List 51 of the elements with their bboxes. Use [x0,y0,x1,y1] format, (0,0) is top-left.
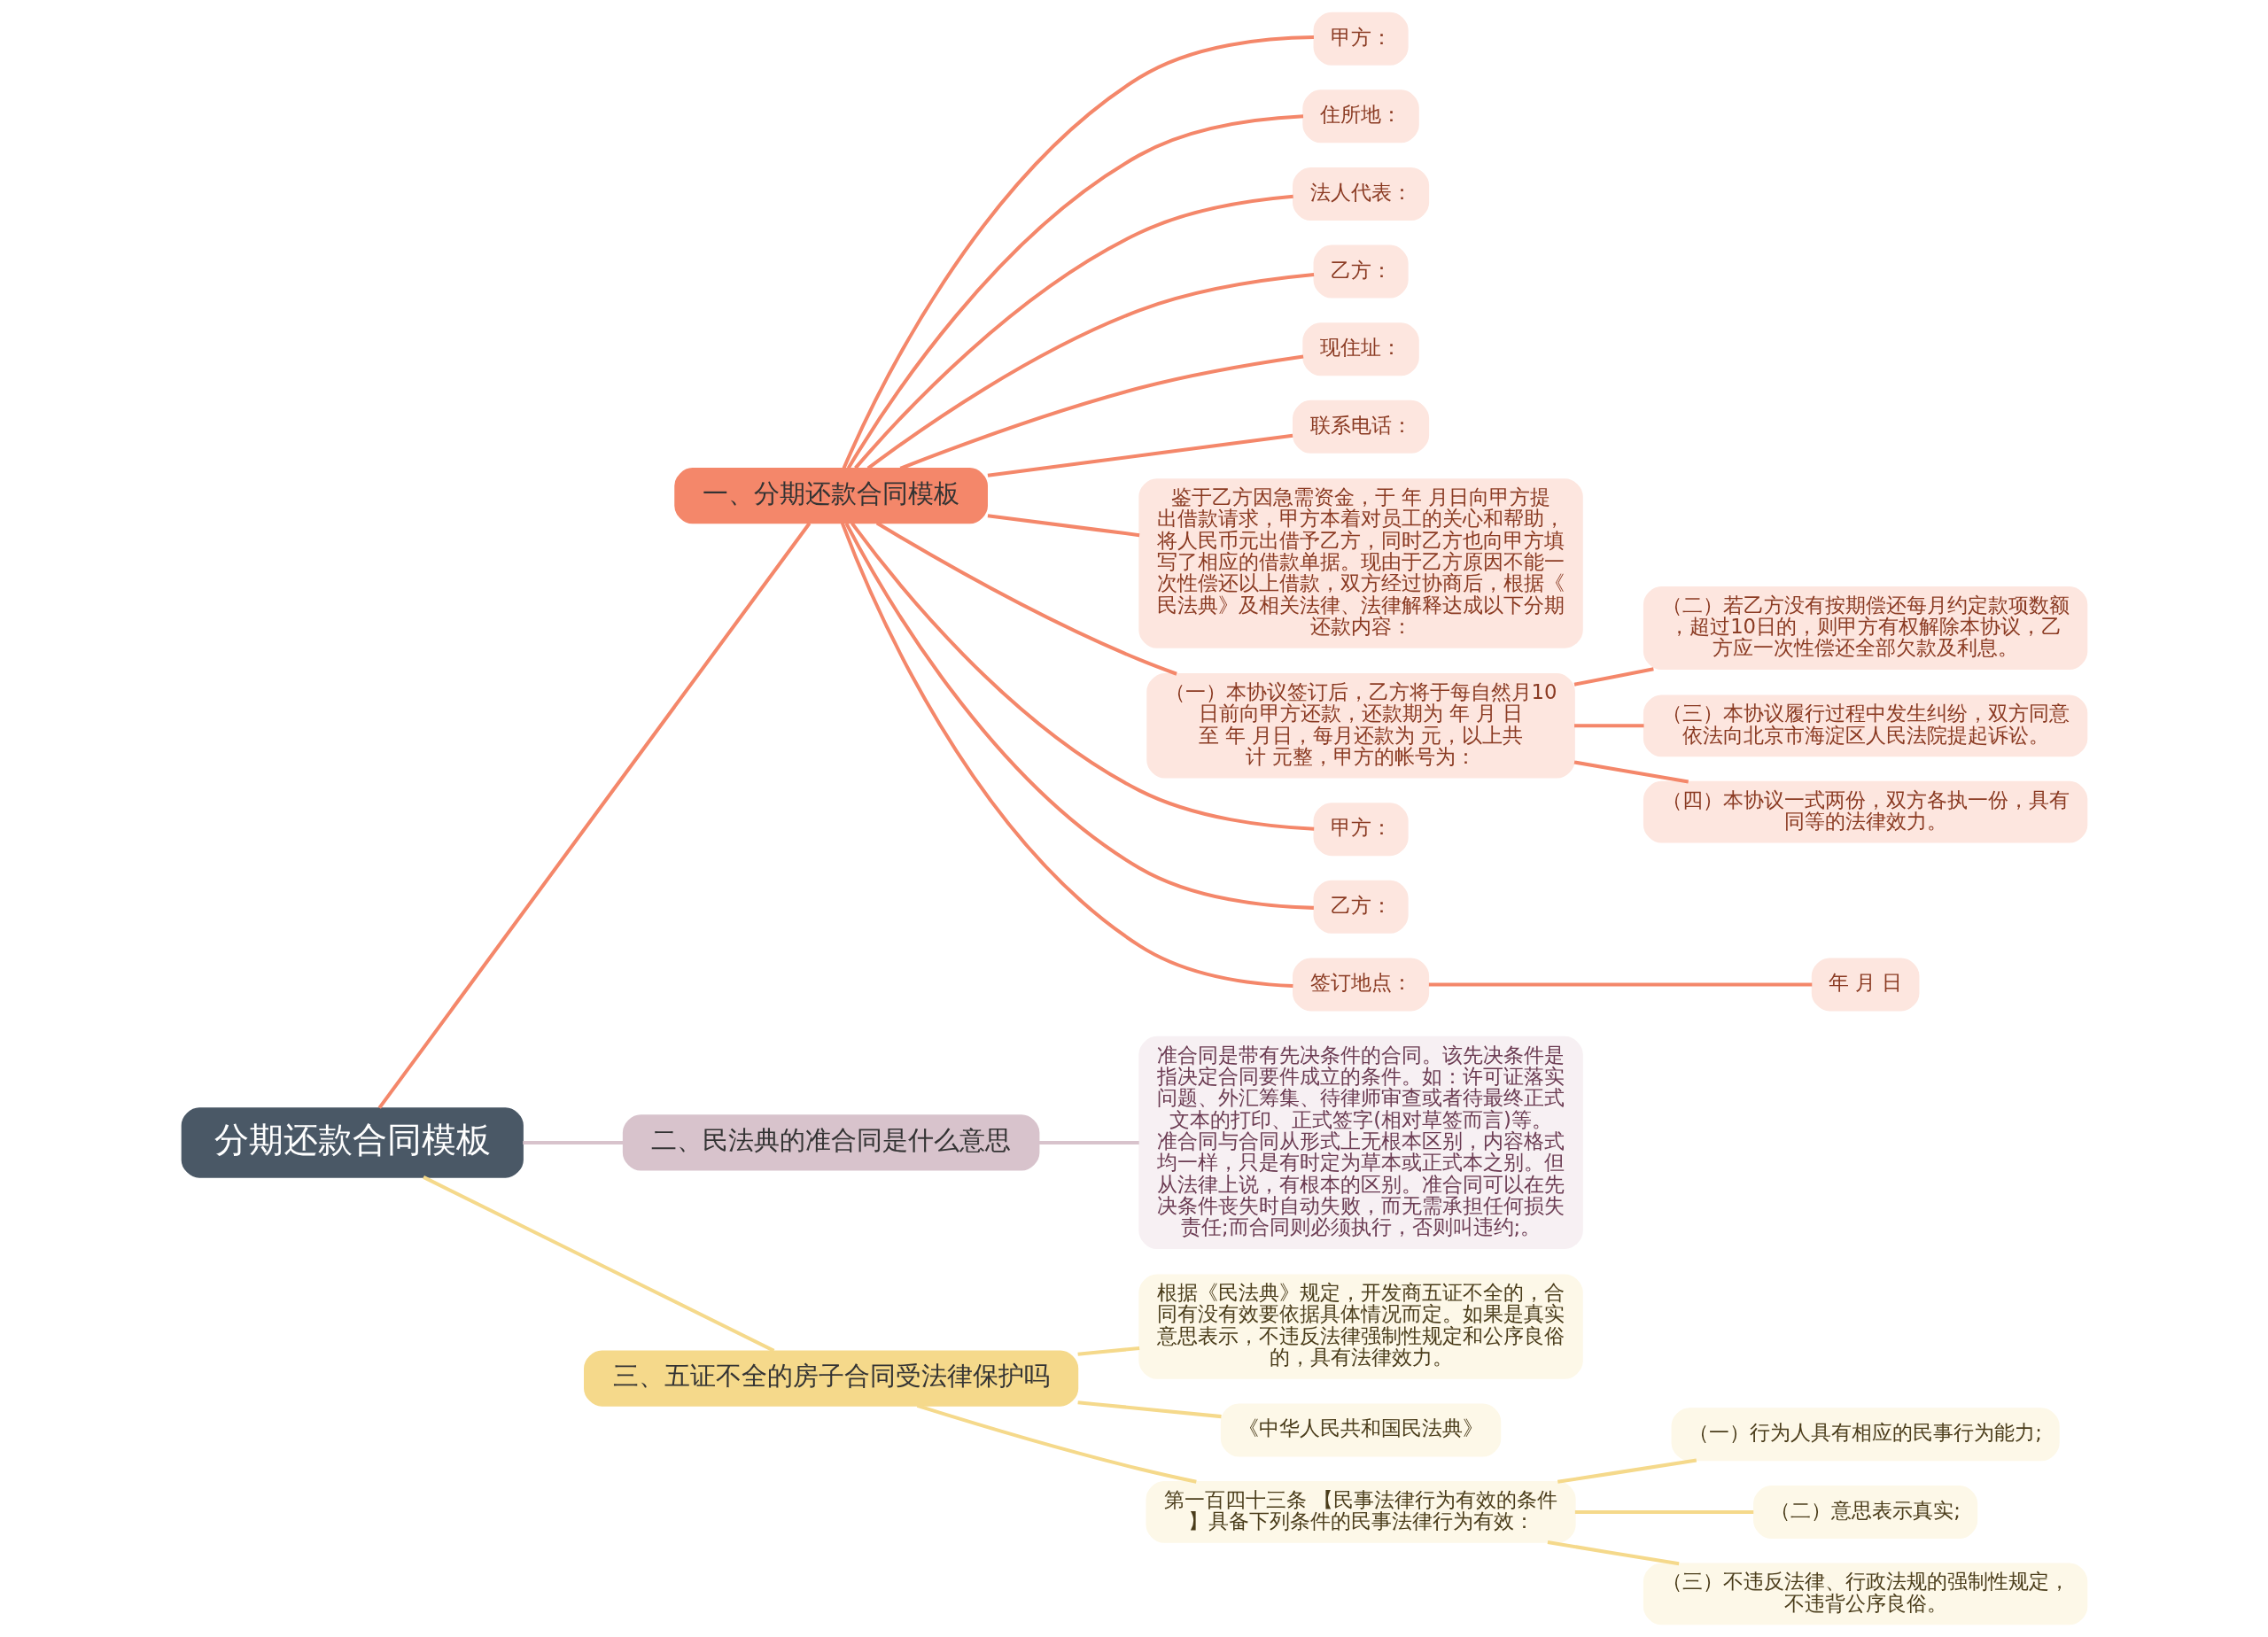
node-box: （三）本协议履行过程中发生纠纷，双方同意依法向北京市海淀区人民法院提起诉讼。 [1643,694,2087,757]
node-box: 准合同是带有先决条件的合同。该先决条件是指决定合同要件成立的条件。如：许可证落实问题、外汇筹集、待律师审查或者待最终正式文本的打印、正式签字(相对草签而言)等。准合同与合同从形式上无根本区别，内容格式均一样，只是有时定为草本或正式本之别。但从法律上说，有根本的区别。准合同可以在先决条件丧失时自动失败，而无需承担任何损失责任;而合同则必须执行，否则叫违约;。 [1138,1036,1583,1249]
connector [1573,724,1643,728]
node-box: （四）本协议一式两份，双方各执一份，具有同等的法律效力。 [1643,780,2087,843]
connector [842,35,1314,469]
connector [846,114,1303,469]
node-box: 年 月 日 [1811,958,1919,1012]
node-box: 一、分期还款合同模板 [673,468,988,524]
connector [1547,1540,1679,1566]
connector [853,194,1293,469]
node-box: 现住址： [1301,322,1419,376]
node-box: 住所地： [1301,89,1419,144]
connector [840,522,1293,989]
node-box: 联系电话： [1292,400,1429,454]
connector [843,522,1314,910]
node-box: 甲方： [1313,803,1409,857]
node-box: （一）行为人具有相应的民事行为能力; [1671,1408,2060,1462]
node-box: 第一百四十三条 【民事法律行为有效的条件】具备下列条件的民事法律行为有效： [1146,1481,1576,1543]
node-box: 鉴于乙方因急需资金，于 年 月日向甲方提出借款请求，甲方本着对员工的关心和帮助，将人民币元出借予乙方，同时乙方也向甲方填写了相应的借款单据。现由于乙方原因不能一次性偿还以上借款，双方经过协商后，根据《民法典》及相关法律、法律解释达成以下分期还款内容： [1138,478,1583,648]
node-box: 二、民法典的准合同是什么意思 [622,1114,1039,1171]
connector [1076,1400,1222,1419]
connector [1574,1509,1753,1514]
connector [422,1175,774,1353]
node-box: 分期还款合同模板 [181,1107,524,1178]
connector [866,273,1314,470]
connector [377,522,811,1109]
node-box: 法人代表： [1292,167,1429,221]
node-box: 《中华人民共和国民法典》 [1220,1403,1501,1457]
connector [987,433,1293,477]
connector [987,514,1139,538]
node-box: 根据《民法典》规定，开发商五证不全的，合同有没有效要依据具体情况而定。如果是真实意思表示，不违反法律强制性规定和公序良俗的，具有法律效力。 [1138,1274,1583,1379]
connector [522,1140,623,1144]
node-box: （二）意思表示真实; [1752,1485,1977,1539]
connector [899,354,1303,470]
node-box: 甲方： [1313,12,1409,66]
node-box: （二）若乙方没有按期偿还每月约定款项数额，超过10日的，则甲方有权解除本协议，乙方应一次性偿还全部欠款及利息。 [1643,586,2087,671]
connector [1573,667,1654,687]
connector [1573,760,1689,784]
node-box: 乙方： [1313,244,1409,299]
node-box: 三、五证不全的房子合同受法律保护吗 [583,1350,1078,1407]
connector [1038,1140,1139,1144]
node-box: 乙方： [1313,880,1409,934]
connector [850,522,1314,831]
connector [1557,1458,1697,1484]
connector [1076,1346,1139,1356]
connector [916,1403,1197,1484]
node-box: 签订地点： [1292,958,1429,1012]
connector [875,521,1177,676]
connector [1428,982,1812,987]
node-box: （三）不违反法律、行政法规的强制性规定，不违背公序良俗。 [1643,1563,2087,1625]
node-box: （一）本协议签订后，乙方将于每自然月10日前向甲方还款，还款期为 年 月 日至 年 月日，每月还款为 元，以上共计 元整，甲方的帐号为： [1146,673,1575,779]
